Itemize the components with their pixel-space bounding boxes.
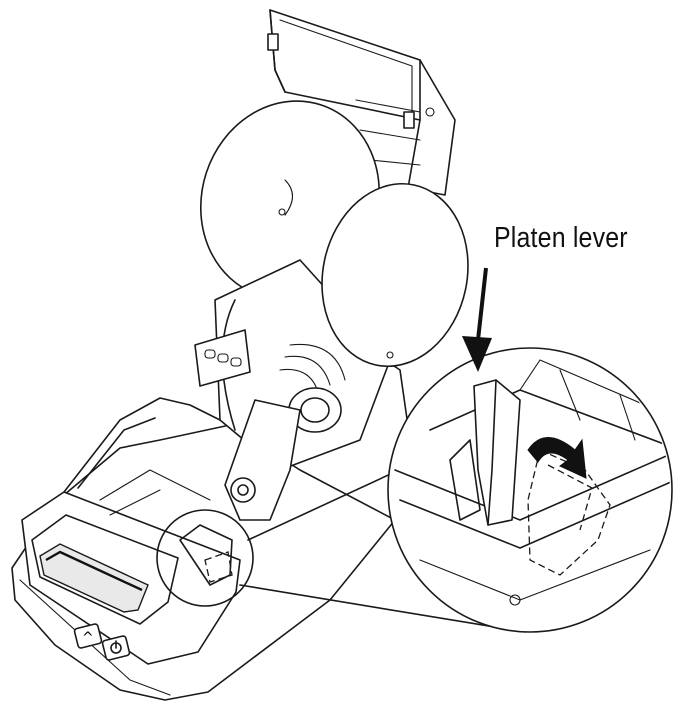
feed-icon: ^	[82, 630, 94, 646]
right-spool-disc	[321, 182, 469, 368]
down-arrow-icon	[462, 267, 492, 372]
printer-buttons: ^	[73, 623, 131, 661]
feed-button[interactable]	[73, 623, 103, 649]
platen-lever-label: Platen lever	[494, 222, 628, 254]
spool-arm	[224, 399, 301, 521]
magnified-detail	[387, 347, 673, 633]
detail-origin-circle	[156, 509, 254, 607]
rotate-arrow-icon	[527, 437, 587, 479]
platen-lever-open-position	[527, 449, 611, 576]
front-panel	[21, 491, 241, 665]
